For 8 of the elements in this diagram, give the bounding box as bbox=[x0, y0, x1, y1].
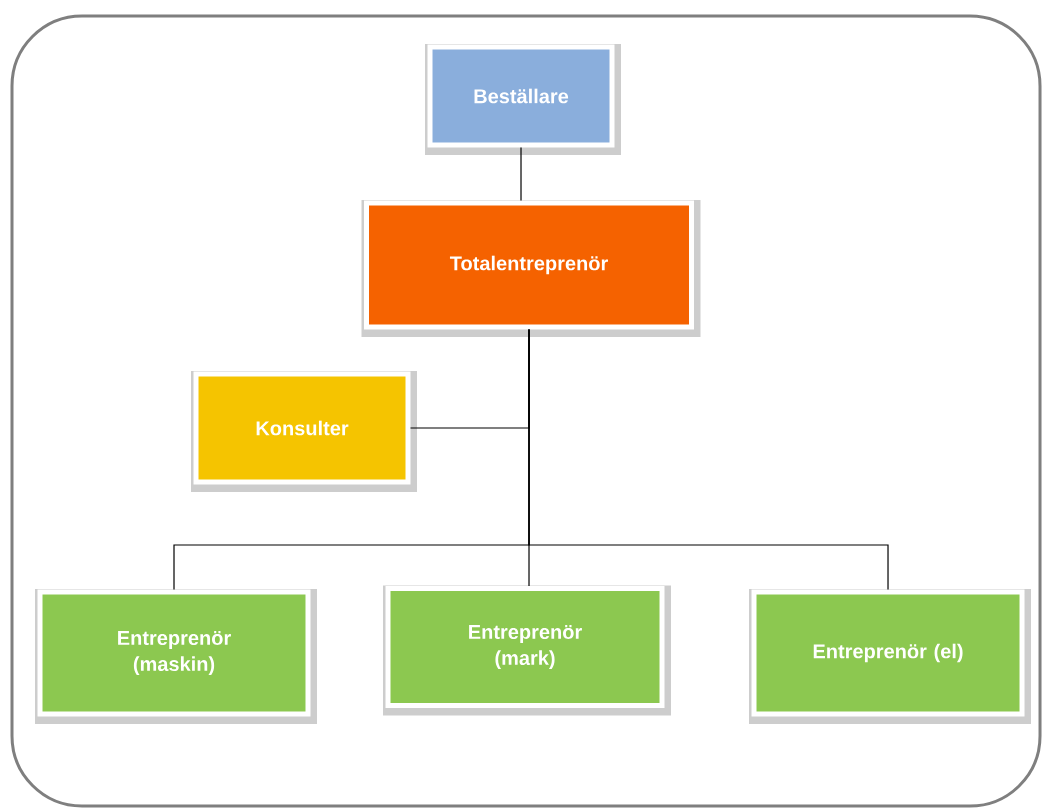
connector-line bbox=[520, 146, 522, 202]
org-box: Entreprenör (mark) bbox=[383, 585, 671, 716]
org-box: Beställare bbox=[425, 44, 621, 155]
org-box: Entreprenör (maskin) bbox=[35, 589, 317, 724]
org-box: Entreprenör (el) bbox=[749, 589, 1031, 724]
org-box: Konsulter bbox=[191, 371, 417, 492]
org-box: Totalentreprenör bbox=[361, 200, 701, 337]
connector-line bbox=[528, 328, 889, 591]
